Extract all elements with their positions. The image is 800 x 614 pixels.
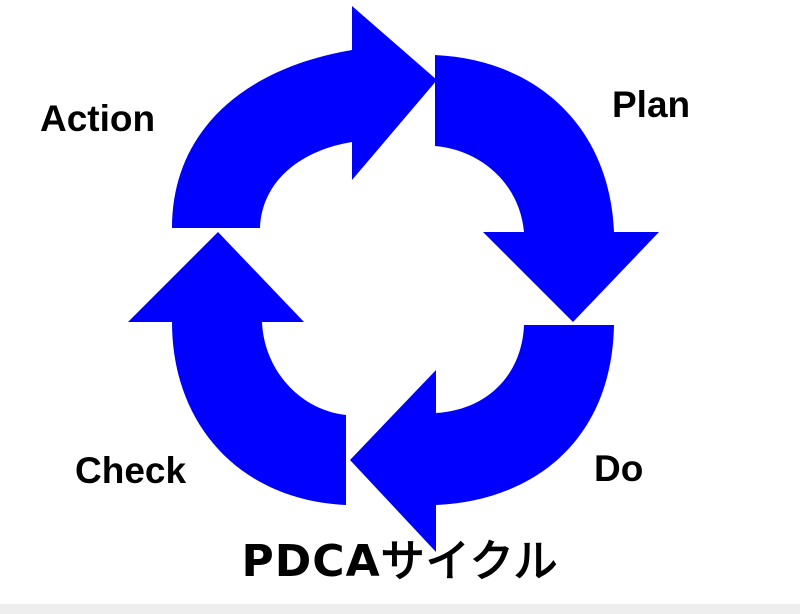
label-action: Action	[40, 98, 156, 139]
arrow-do-to-check	[350, 325, 614, 552]
label-plan: Plan	[612, 84, 691, 125]
arrow-check-to-action	[128, 232, 346, 505]
bottom-edge-strip	[0, 604, 800, 614]
arrow-action-to-plan	[172, 6, 437, 228]
diagram-title: PDCAサイクル	[241, 536, 559, 587]
label-check: Check	[75, 450, 187, 491]
label-do: Do	[594, 448, 644, 489]
arrow-plan-to-do	[435, 55, 659, 322]
